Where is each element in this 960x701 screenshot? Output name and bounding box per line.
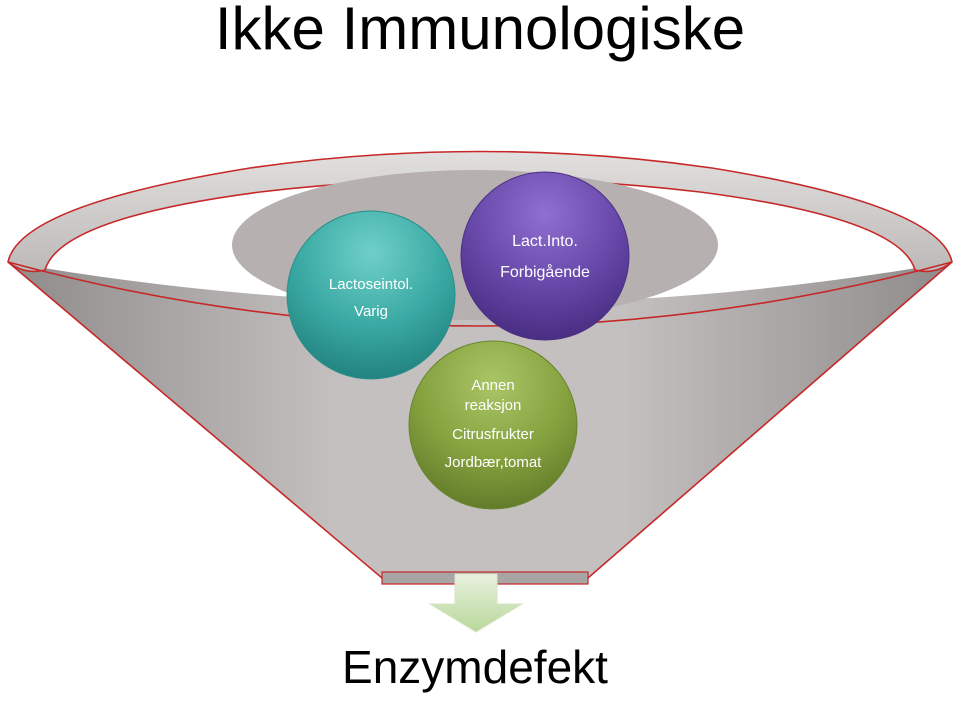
funnel-front-edge <box>7 261 953 327</box>
circle-olive-line-3: Citrusfrukter <box>452 426 534 443</box>
circle-lactose-varig: Lactoseintol. Varig <box>286 210 456 380</box>
circle-teal-line-1: Lactoseintol. <box>329 276 413 293</box>
footer-label: Enzymdefekt <box>342 641 608 693</box>
circle-purple-line-1: Lact.Into. <box>512 233 578 250</box>
circle-purple-line-2: Forbigående <box>500 263 590 281</box>
circle-olive-line-4: Jordbær,tomat <box>445 454 543 471</box>
slide-title: Ikke Immunologiske <box>214 0 746 62</box>
down-arrow-icon <box>428 573 524 633</box>
circle-teal-line-2: Varig <box>354 303 388 320</box>
circle-annen-reaksjon: Annen reaksjon Citrusfrukter Jordbær,tom… <box>408 340 578 510</box>
circle-olive-line-1: Annen <box>471 377 514 394</box>
circle-lact-forbigaende: Lact.Into. Forbigående <box>460 171 630 341</box>
funnel-rim <box>7 150 953 273</box>
circle-olive-line-2: reaksjon <box>465 397 522 414</box>
